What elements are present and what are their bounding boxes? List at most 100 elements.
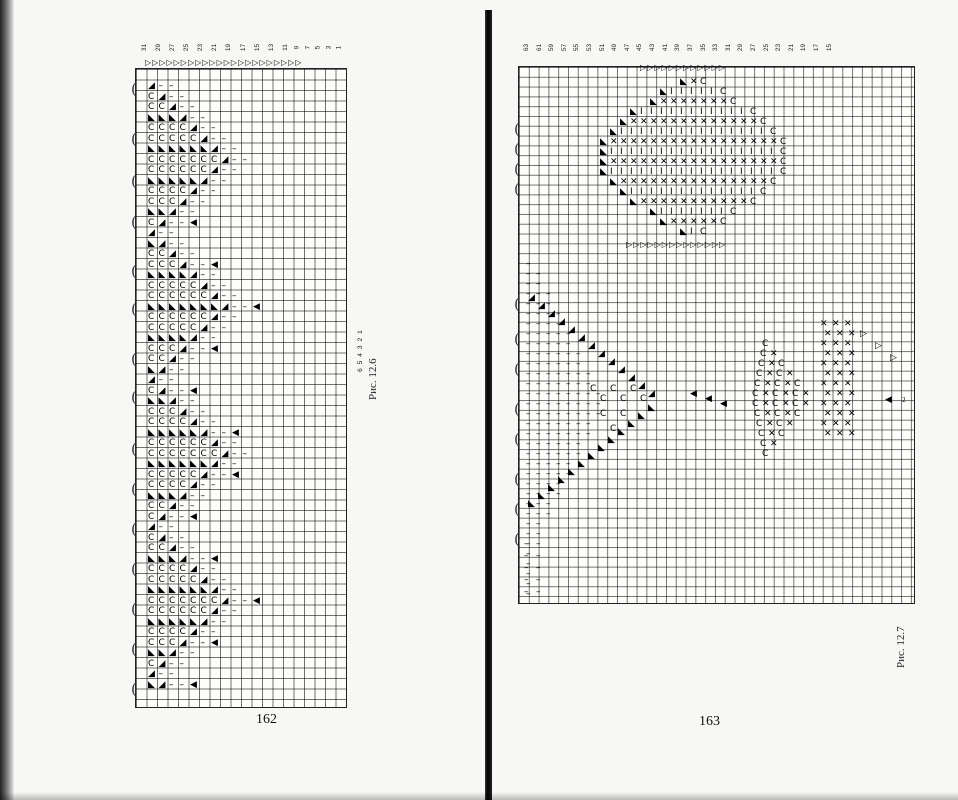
chart-symbol: – bbox=[200, 259, 206, 270]
row-group-brace: ( bbox=[514, 160, 520, 178]
chart-symbol: ◢ bbox=[179, 406, 187, 417]
chart-symbol: C bbox=[158, 627, 165, 637]
chart-symbol: – bbox=[232, 301, 237, 312]
chart-symbol: ◣ bbox=[190, 616, 197, 627]
chart-symbol: ✕ bbox=[650, 177, 658, 187]
chart-symbol: – bbox=[576, 379, 581, 389]
chart-symbol: – bbox=[536, 469, 541, 479]
chart-symbol: ◢ bbox=[148, 81, 155, 91]
chart-symbol: – bbox=[536, 419, 541, 429]
chart-symbol: – bbox=[200, 112, 206, 123]
chart-symbol: C bbox=[148, 438, 155, 448]
chart-symbol: – bbox=[556, 399, 561, 409]
chart-symbol: ◣ bbox=[630, 197, 637, 207]
row-number-fig-12-7: 2 bbox=[902, 396, 906, 404]
chart-symbol: C bbox=[169, 469, 176, 480]
chart-symbol: ◣ bbox=[610, 177, 617, 187]
chart-symbol: I bbox=[740, 147, 743, 157]
row-number: 6 bbox=[357, 368, 364, 372]
chart-symbol: C bbox=[756, 419, 763, 429]
chart-symbol: ✕ bbox=[620, 157, 628, 167]
chart-symbol: ✕ bbox=[764, 379, 772, 389]
chart-symbol: ◢ bbox=[158, 217, 166, 228]
chart-symbol: I bbox=[640, 187, 643, 197]
chart-symbol: – bbox=[232, 291, 237, 301]
chart-symbol: ◣ bbox=[148, 333, 155, 343]
chart-symbol: C bbox=[200, 595, 207, 606]
chart-symbol: ✕ bbox=[670, 197, 678, 207]
chart-symbol: I bbox=[720, 167, 723, 177]
chart-symbol: ◢ bbox=[211, 585, 218, 595]
chart-symbol: ◢ bbox=[158, 532, 166, 543]
chart-symbol: ◣ bbox=[680, 227, 687, 237]
chart-symbol: I bbox=[700, 147, 703, 157]
chart-symbol: I bbox=[700, 207, 703, 217]
chart-symbol: – bbox=[546, 369, 551, 379]
row-group-brace: ( bbox=[131, 388, 137, 406]
chart-symbol: ✕ bbox=[700, 197, 708, 207]
chart-symbol: – bbox=[576, 349, 581, 359]
chart-symbol: – bbox=[546, 449, 551, 459]
chart-symbol: – bbox=[524, 563, 529, 573]
chart-symbol: – bbox=[526, 569, 531, 579]
chart-symbol: – bbox=[576, 409, 581, 419]
column-number: 21 bbox=[211, 43, 219, 52]
chart-symbol: ✕ bbox=[832, 319, 840, 329]
chart-symbol: – bbox=[211, 175, 216, 186]
chart-symbol: – bbox=[190, 553, 195, 564]
chart-symbol: I bbox=[750, 127, 753, 137]
chart-symbol: C bbox=[760, 439, 767, 449]
chart-symbol: – bbox=[200, 270, 206, 280]
open-triangle-symbol: ▷ bbox=[675, 63, 682, 72]
chart-symbol: ◀ bbox=[190, 385, 197, 396]
chart-symbol: ◣ bbox=[158, 112, 166, 123]
chart-symbol: – bbox=[190, 112, 195, 123]
chart-symbol: C bbox=[158, 480, 165, 490]
open-triangle-symbol: ▷ bbox=[152, 58, 159, 67]
chart-symbol: – bbox=[566, 429, 571, 439]
chart-symbol: C bbox=[148, 511, 155, 522]
chart-symbol: – bbox=[169, 658, 174, 669]
chart-symbol: – bbox=[536, 309, 541, 319]
chart-symbol: ◀ bbox=[232, 427, 239, 438]
chart-symbol: I bbox=[750, 147, 753, 157]
chart-symbol: ✕ bbox=[848, 389, 856, 399]
chart-symbol: ✕ bbox=[770, 137, 778, 147]
chart-symbol: ◣ bbox=[600, 147, 607, 157]
chart-symbol: ◣ bbox=[158, 175, 166, 186]
chart-symbol: ◣ bbox=[158, 396, 166, 406]
chart-symbol: – bbox=[576, 359, 581, 369]
chart-symbol: C bbox=[158, 165, 165, 175]
chart-symbol: – bbox=[190, 196, 195, 207]
chart-symbol: – bbox=[556, 319, 561, 329]
chart-symbol: ✕ bbox=[690, 137, 698, 147]
chart-symbol: C bbox=[752, 399, 759, 409]
chart-symbol: ✕ bbox=[670, 97, 678, 107]
chart-symbol: ✕ bbox=[824, 329, 832, 339]
chart-symbol: ✕ bbox=[820, 359, 828, 369]
chart-symbol: – bbox=[232, 459, 237, 469]
chart-symbol: ✕ bbox=[710, 197, 718, 207]
chart-symbol: – bbox=[179, 511, 185, 522]
chart-symbol: C bbox=[200, 165, 207, 175]
chart-symbol: ✕ bbox=[820, 419, 828, 429]
chart-symbol: – bbox=[536, 409, 541, 419]
open-triangle-symbol: ▷ bbox=[173, 58, 180, 67]
chart-symbol: – bbox=[211, 123, 216, 133]
chart-symbol: ✕ bbox=[710, 177, 718, 187]
open-triangle-symbol: ▷ bbox=[195, 58, 202, 67]
chart-symbol: I bbox=[700, 187, 703, 197]
chart-symbol: – bbox=[169, 511, 174, 522]
chart-symbol: ✕ bbox=[770, 439, 778, 449]
chart-symbol: – bbox=[546, 469, 551, 479]
row-group-brace: ( bbox=[131, 213, 137, 231]
chart-symbol: – bbox=[526, 439, 531, 449]
chart-symbol: – bbox=[526, 409, 531, 419]
column-number: 1 bbox=[335, 45, 343, 50]
chart-symbol: ◢ bbox=[200, 574, 208, 585]
open-triangle-symbol: ▷ bbox=[259, 58, 266, 67]
chart-symbol: ✕ bbox=[782, 389, 790, 399]
chart-symbol: ◣ bbox=[528, 499, 535, 509]
chart-symbol: ◣ bbox=[179, 301, 187, 312]
